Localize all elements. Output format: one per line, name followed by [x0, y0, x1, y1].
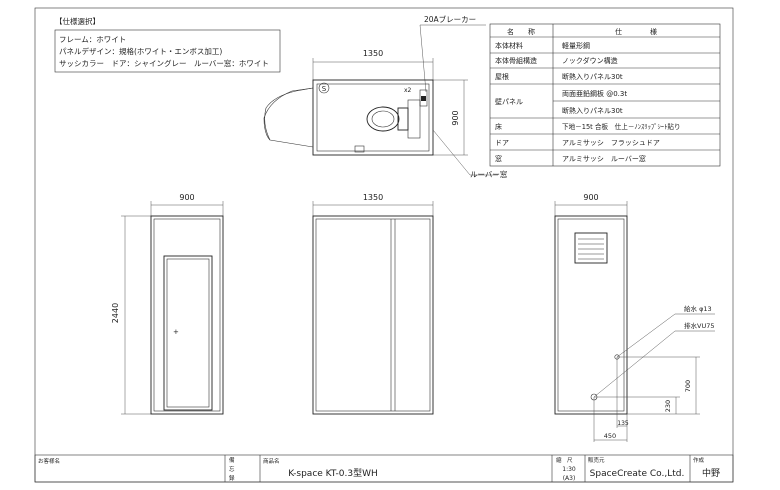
front-elevation: 900 2440 + — [111, 193, 224, 415]
product-label: 商品名 — [263, 457, 280, 465]
seller-label: 販売元 — [588, 456, 605, 464]
drain-icon — [354, 145, 365, 153]
height-dim: 2440 — [111, 303, 120, 323]
title-block: お客様名 備 忘 録 商品名 K-space KT-0.3型WH 縮 尺 1:3… — [34, 454, 734, 483]
door-swing — [264, 87, 314, 148]
spec-header-spec: 仕 様 — [615, 27, 657, 36]
front-door — [163, 255, 213, 411]
spec-table: 名 称 仕 様 本体材料 軽量形鋼 本体骨組構造 ノックダウン構造 屋根 断熱入… — [489, 23, 721, 167]
back-width-dim: 900 — [583, 193, 598, 202]
svg-text:備: 備 — [229, 456, 235, 464]
side-elevation: 1350 — [312, 193, 434, 415]
s-mark-icon — [318, 82, 330, 94]
plan-depth-dim: 900 — [451, 110, 460, 125]
spec-row-value: 断熱入りパネル30t — [562, 106, 623, 115]
spec-row-name: 屋根 — [495, 72, 509, 81]
svg-text:録: 録 — [229, 474, 235, 482]
scale-value: 1:30 — [562, 466, 576, 473]
spec-row-value: 両面亜鉛鋼板 @0.3t — [562, 89, 627, 98]
selection-title: 【仕様選択】 — [55, 16, 100, 26]
spec-row-value: 下地－15t 合板 仕上－ﾉﾝｽﾘｯﾌﾟｼｰﾄ貼り — [562, 122, 681, 131]
plan-view: 20Aブレーカー 1350 900 S x2 — [263, 14, 508, 179]
product-name: K-space KT-0.3型WH — [288, 468, 378, 479]
spec-row-name: ドア — [495, 139, 509, 147]
spec-row-value: アルミサッシ ルーバー窓 — [562, 154, 646, 163]
spec-row-name: 床 — [495, 122, 502, 131]
spec-row-value: ノックダウン構造 — [562, 56, 618, 65]
paper-size: (A3) — [563, 475, 576, 482]
scale-label: 縮 尺 — [556, 456, 573, 464]
side-width-dim: 1350 — [363, 193, 383, 202]
client-label: お客様名 — [38, 457, 60, 465]
dim-135: 135 — [617, 420, 629, 427]
spec-row-name: 窓 — [495, 154, 502, 163]
selection-line: フレーム：ホワイト — [59, 35, 126, 44]
louver-label: ルーバー窓 — [470, 169, 508, 179]
outlet-label: x2 — [404, 87, 412, 94]
svg-text:忘: 忘 — [229, 465, 235, 473]
author-name: 中野 — [702, 467, 720, 479]
spec-row-value: アルミサッシ フラッシュドア — [562, 139, 660, 147]
water-supply-label: 給水 φ13 — [684, 304, 712, 313]
svg-text:S: S — [322, 85, 327, 93]
spec-row-value: 軽量形鋼 — [562, 41, 590, 50]
dim-450: 450 — [604, 432, 616, 440]
dim-700: 700 — [684, 380, 692, 392]
selection-frame — [54, 29, 281, 73]
company-name: SpaceCreate Co.,Ltd. — [590, 469, 685, 479]
selection-line: パネルデザイン：規格(ホワイト・エンボス加工) — [59, 46, 222, 56]
dim-230: 230 — [664, 400, 672, 412]
author-label: 作成 — [693, 456, 705, 464]
selection-box: 【仕様選択】 フレーム：ホワイト パネルデザイン：規格(ホワイト・エンボス加工)… — [54, 16, 281, 73]
spec-row-name: 本体材料 — [495, 41, 523, 50]
breaker-icon — [419, 89, 428, 107]
back-elevation: 900 給水 φ13 排水VU75 700 230 — [554, 193, 715, 442]
plan-outline — [312, 79, 434, 156]
spec-header-name: 名 称 — [507, 27, 535, 36]
louver-window-icon — [574, 232, 608, 264]
breaker-label: 20Aブレーカー — [424, 14, 476, 24]
spec-row-name: 本体骨組構造 — [495, 56, 537, 65]
plan-width-dim: 1350 — [363, 49, 383, 58]
drain-label: 排水VU75 — [684, 321, 714, 330]
spec-row-value: 断熱入りパネル30t — [562, 72, 623, 81]
toilet-icon — [366, 99, 421, 139]
door-handle-icon: + — [173, 328, 179, 336]
spec-row-name: 壁パネル — [495, 97, 523, 106]
front-width-dim: 900 — [179, 193, 194, 202]
selection-line: サッシカラー ドア：シャイングレー ルーバー窓：ホワイト — [59, 58, 269, 68]
